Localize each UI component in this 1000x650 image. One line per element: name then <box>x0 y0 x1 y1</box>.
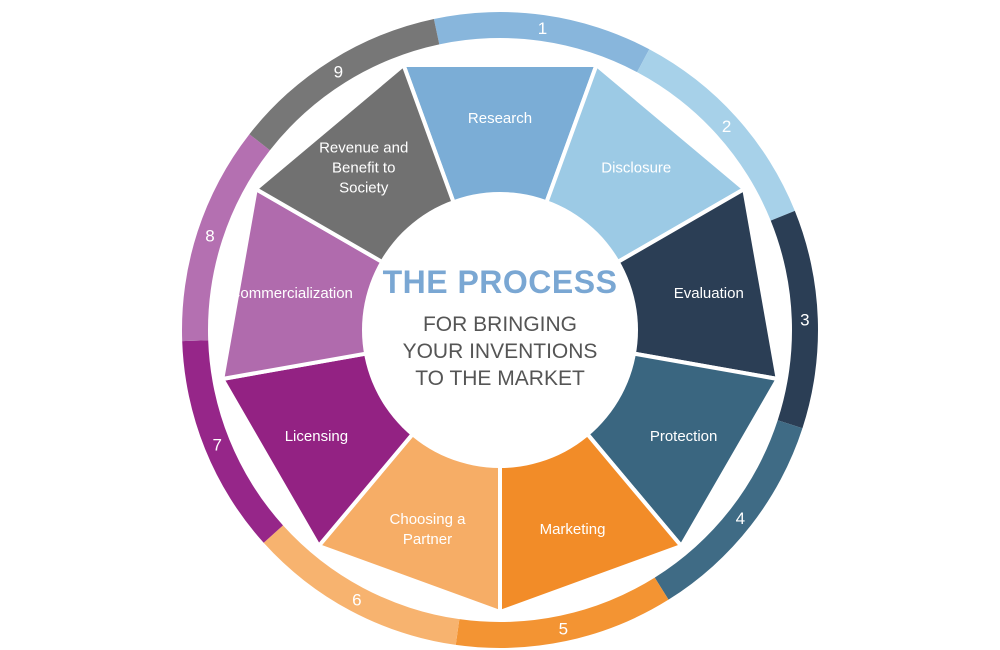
outer-ring-segment-5 <box>455 577 669 648</box>
step-number-7: 7 <box>212 435 221 454</box>
outer-ring-segment-2 <box>637 49 795 221</box>
segment-label-1: Research <box>468 110 532 127</box>
segment-label-line: Research <box>468 110 532 127</box>
outer-ring-segment-8 <box>181 134 270 342</box>
segment-label-line: Disclosure <box>601 160 671 177</box>
outer-ring-segment-6 <box>263 525 460 645</box>
step-numbers: 1 2 3 4 5 6 7 8 9 <box>205 19 809 638</box>
segment-label-8: Commercialization <box>230 285 353 302</box>
step-number-4: 4 <box>736 509 745 528</box>
segment-label-line: Licensing <box>285 428 348 445</box>
inner-ring <box>220 63 780 614</box>
outer-ring-segment-9 <box>249 18 440 151</box>
step-number-3: 3 <box>800 310 809 329</box>
segment-label-6: Choosing a Partner <box>390 511 467 548</box>
outer-ring <box>181 11 818 648</box>
outer-ring-segment-3 <box>770 210 818 429</box>
step-number-8: 8 <box>205 227 214 246</box>
segment-label-line: Choosing a <box>390 511 467 528</box>
step-number-2: 2 <box>722 117 731 136</box>
segment-label-4: Protection <box>650 428 718 445</box>
segment-label-3: Evaluation <box>674 285 744 302</box>
segment-label-line: Society <box>339 180 389 197</box>
outer-ring-segment-1 <box>433 11 650 73</box>
segment-label-5: Marketing <box>540 521 606 538</box>
segment-label-line: Evaluation <box>674 285 744 302</box>
segment-label-2: Disclosure <box>601 160 671 177</box>
outer-ring-segment-7 <box>182 340 284 543</box>
step-number-6: 6 <box>352 590 361 609</box>
step-number-1: 1 <box>538 19 547 38</box>
segment-label-line: Commercialization <box>230 285 353 302</box>
segment-label-line: Protection <box>650 428 718 445</box>
step-number-9: 9 <box>334 62 343 81</box>
center-circle <box>362 192 638 468</box>
step-number-5: 5 <box>559 619 568 638</box>
segment-label-7: Licensing <box>285 428 348 445</box>
outer-ring-segment-4 <box>654 420 803 600</box>
segment-label-line: Benefit to <box>332 160 395 177</box>
segment-labels: ResearchDisclosureEvaluationProtectionMa… <box>230 110 744 548</box>
segment-label-line: Marketing <box>540 521 606 538</box>
segment-label-line: Revenue and <box>319 140 408 157</box>
segment-label-line: Partner <box>403 531 452 548</box>
